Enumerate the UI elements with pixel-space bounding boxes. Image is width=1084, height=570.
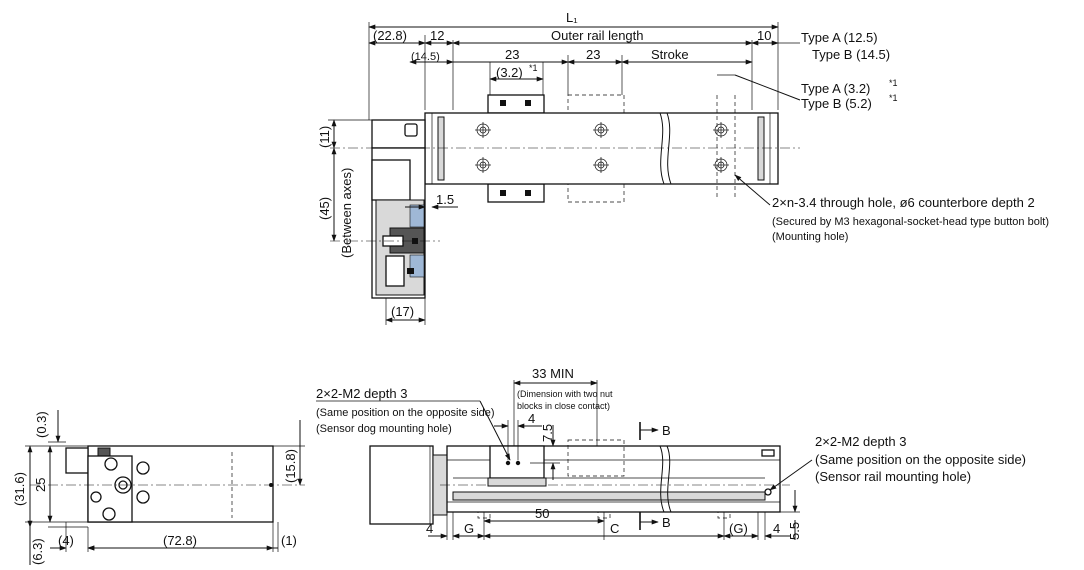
dim-3-2: (3.2) [496,65,523,80]
front-view: 2×2-M2 depth 3 (Same position on the opp… [316,366,1026,540]
G-right: (G) [729,521,748,536]
between-axes: (Between axes) [339,168,354,258]
dim-14-5: (14.5) [411,51,440,63]
m2-left-3: (Sensor dog mounting hole) [316,423,452,435]
C-label: C [610,521,619,536]
min-note-2: blocks in close contact) [517,401,610,411]
dim-15-8: (15.8) [283,449,298,483]
note-mark-1: *1 [529,63,538,73]
section-b-top: B [662,423,671,438]
hole-note-3: (Mounting hole) [772,231,848,243]
dim-4-top: 4 [528,411,535,426]
dim-10: 10 [757,28,771,43]
type-a-3-2: Type A (3.2) [801,81,870,96]
dim-72-8: (72.8) [163,533,197,548]
dim-4-right: 4 [773,521,780,536]
side-view: (0.3) (31.6) 25 (6.3) (4) (72.8) (1) (15… [12,410,305,565]
min-note-1: (Dimension with two nut [517,389,613,399]
G-left: G [464,521,474,536]
hole-note: 2×n-3.4 through hole, ø6 counterbore dep… [772,195,1035,210]
dim-23-a: 23 [505,47,519,62]
dim-6-3: (6.3) [30,538,45,565]
dim-23-b: 23 [586,47,600,62]
m2-right-3: (Sensor rail mounting hole) [815,469,971,484]
dim-11: (11) [317,126,332,148]
type-b-5-2: Type B (5.2) [801,96,872,111]
dim-4-left: 4 [426,521,433,536]
min-33: 33 MIN [532,366,574,381]
type-a-12-5: Type A (12.5) [801,30,878,45]
dim-17: (17) [391,304,414,319]
outer-rail-length: Outer rail length [551,28,644,43]
L1-label: L₁ [566,10,578,25]
dim-7-5: 7.5 [540,424,555,442]
note-mark-3: *1 [889,93,898,103]
stroke-label: Stroke [651,47,689,62]
dim-12: 12 [430,28,444,43]
mounting-holes [475,95,736,200]
dim-5-5: 5.5 [787,522,802,540]
m2-left: 2×2-M2 depth 3 [316,386,407,401]
dim-31-6: (31.6) [12,472,27,506]
m2-right: 2×2-M2 depth 3 [815,434,906,449]
dim-0-3: (0.3) [34,411,49,438]
type-b-14-5: Type B (14.5) [812,47,890,62]
m2-right-2: (Same position on the opposite side) [815,452,1026,467]
dim-4-side: (4) [58,533,74,548]
m2-left-2: (Same position on the opposite side) [316,407,495,419]
note-mark-2: *1 [889,78,898,88]
dim-25: 25 [33,478,48,492]
dim-50: 50 [535,506,549,521]
dim-1: (1) [281,533,297,548]
dim-22-8: (22.8) [373,28,407,43]
dim-45: (45) [317,197,332,220]
hole-note-2: (Secured by M3 hexagonal-socket-head typ… [772,216,1049,228]
section-b-bottom: B [662,515,671,530]
top-view: L₁ (22.8) 12 Outer rail length 10 Type A… [317,10,1049,325]
dim-1-5: 1.5 [436,192,454,207]
